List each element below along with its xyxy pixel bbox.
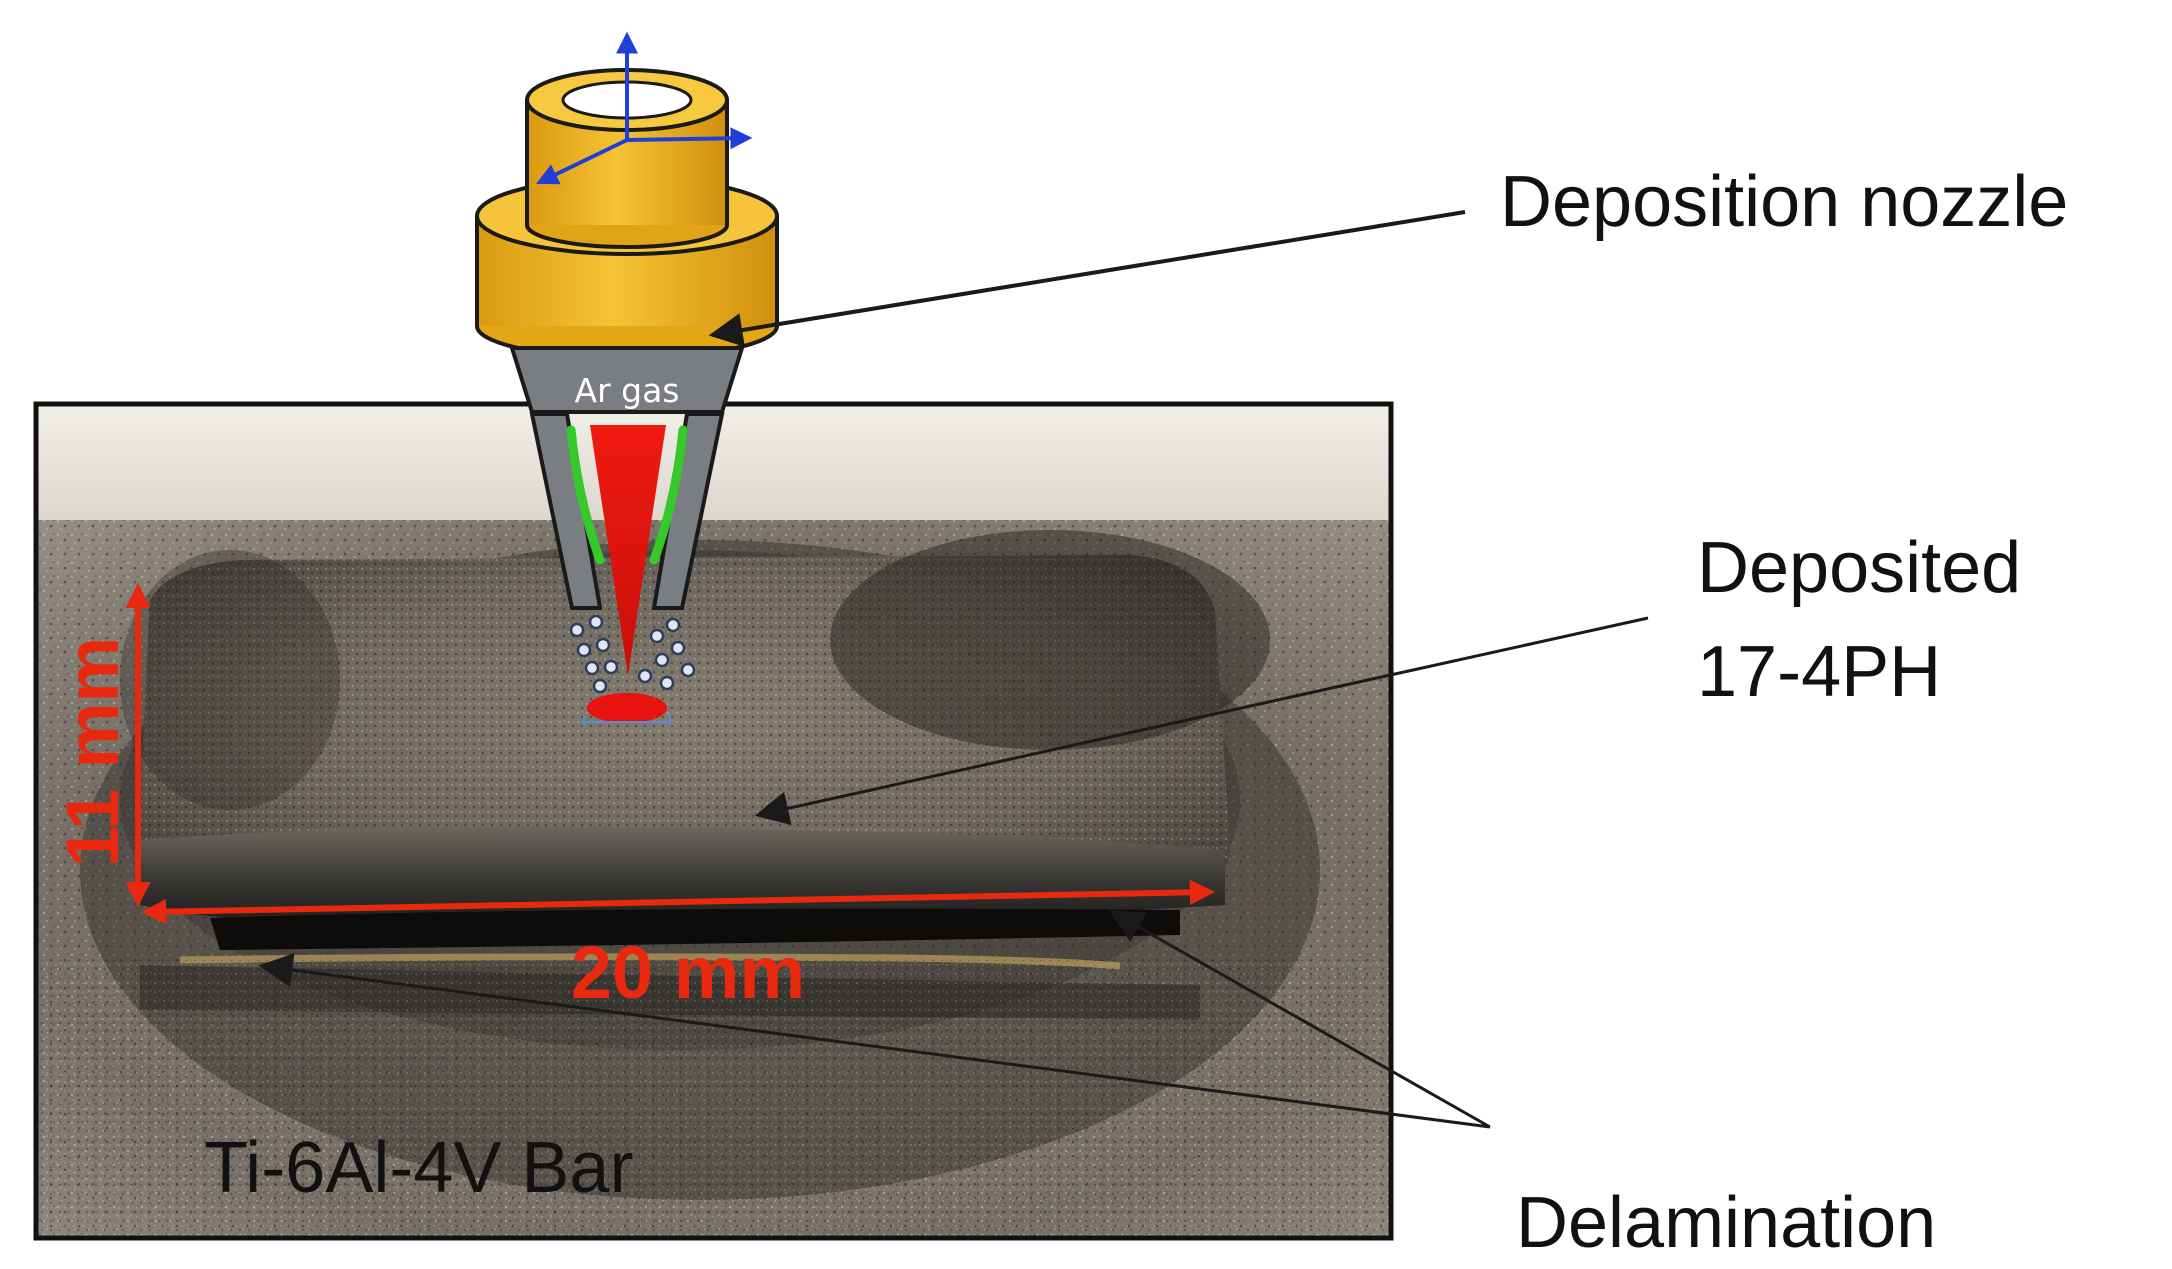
nozzle-jaw-right <box>651 412 725 610</box>
delamination-label: Delamination <box>1516 1183 1936 1263</box>
y-axis <box>536 138 628 185</box>
nozzle-jaw-left <box>529 412 603 610</box>
deposited-callout-line <box>754 616 1649 825</box>
substrate-label: Ti-6Al-4V Bar <box>204 1128 633 1208</box>
powder-stream-right <box>649 425 688 565</box>
deposited-block-texture <box>138 555 1230 915</box>
powder-stream-left <box>566 425 605 565</box>
lower-texture <box>36 960 1391 1238</box>
ar-gas-label: Ar gas <box>575 371 680 410</box>
deposited-label-line2: 17-4PH <box>1697 632 1941 712</box>
width-dimension: 20 mm <box>140 879 1216 1014</box>
delamination-callout-right <box>1109 910 1491 1129</box>
nozzle-callout-line <box>708 210 1466 347</box>
block-shadow-left <box>120 550 340 810</box>
width-dimension-label: 20 mm <box>571 931 805 1014</box>
block-shadow-right <box>830 530 1270 750</box>
x-axis <box>626 127 753 150</box>
deposition-nozzle: Ar gas <box>475 68 779 726</box>
nozzle-label: Deposition nozzle <box>1500 162 2068 242</box>
height-dimension-label: 11 mm <box>51 637 134 867</box>
delamination-callout-left <box>258 953 1491 1129</box>
powder-particles <box>569 614 696 694</box>
coordinate-axes-icon <box>536 31 753 185</box>
melt-pool-width-marker <box>583 714 671 726</box>
laser-beam <box>590 425 666 675</box>
width-dimension-arrow <box>140 879 1216 925</box>
height-dimension: 11 mm <box>51 582 151 908</box>
melt-pool <box>587 693 667 723</box>
callout-lines <box>258 210 1649 1129</box>
deposited-label-line1: Deposited <box>1697 528 2021 608</box>
specimen-photo <box>36 404 1391 1238</box>
